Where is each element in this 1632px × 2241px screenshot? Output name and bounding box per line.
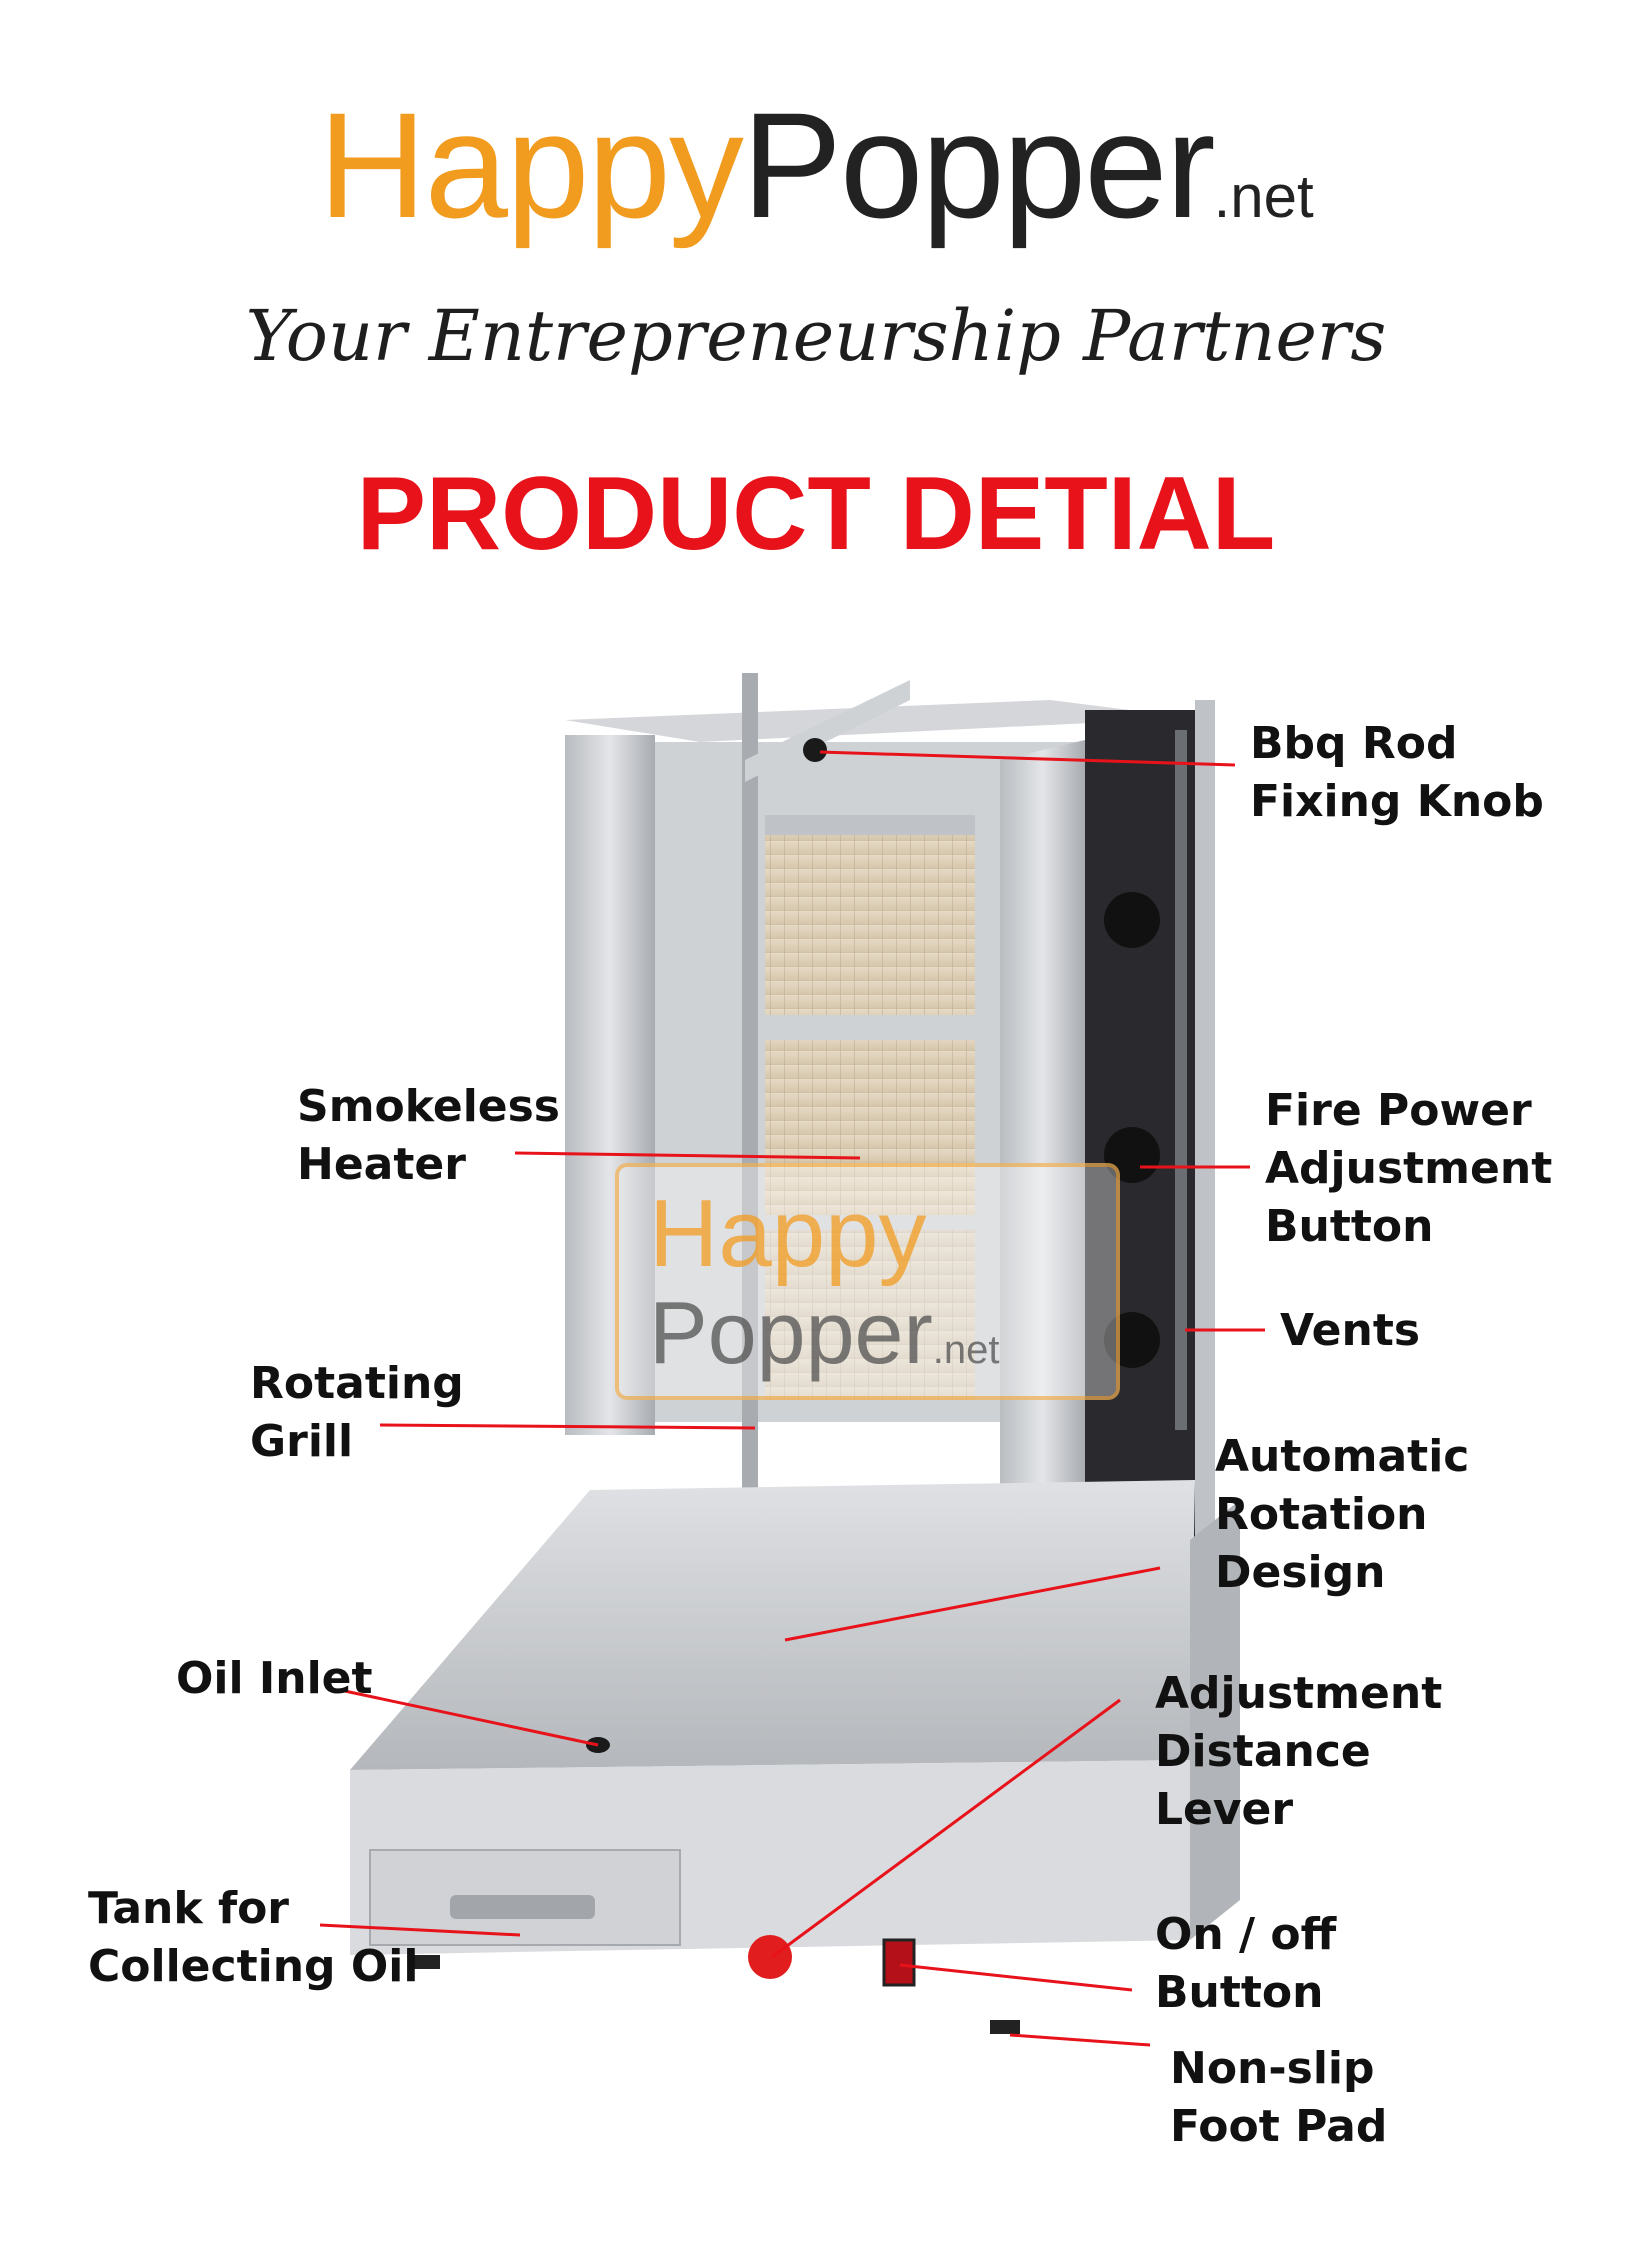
leader-automatic-rotation [784, 1566, 1161, 1642]
label-line: Automatic [1215, 1431, 1470, 1482]
foot-left [410, 1955, 440, 1969]
burner-middle [765, 1040, 975, 1215]
label-line: Adjustment [1265, 1143, 1553, 1194]
housing-left-panel [565, 735, 655, 1435]
watermark-popper: Popper.net [649, 1282, 999, 1384]
label-rotating-grill: Rotating Grill [250, 1355, 464, 1471]
label-line: On / off [1155, 1909, 1337, 1960]
label-line: Button [1155, 1967, 1324, 2018]
label-line: Rotating [250, 1358, 464, 1409]
label-adjustment-distance-lever: Adjustment Distance Lever [1155, 1665, 1442, 1839]
label-line: Oil Inlet [176, 1653, 373, 1704]
label-fire-power-adjustment-button: Fire Power Adjustment Button [1265, 1082, 1552, 1256]
label-line: Button [1265, 1201, 1434, 1252]
watermark-happy: Happy [649, 1180, 927, 1287]
label-oil-inlet: Oil Inlet [176, 1650, 373, 1708]
label-line: Rotation [1215, 1489, 1428, 1540]
base-top [350, 1480, 1195, 1770]
leader-rotating-grill [379, 1423, 756, 1430]
burner-hood [765, 815, 975, 835]
oil-drawer-handle [450, 1895, 595, 1919]
label-line: Fire Power [1265, 1085, 1532, 1136]
label-vents: Vents [1280, 1302, 1420, 1360]
burner-lower [765, 1230, 975, 1400]
leader-oil-inlet [339, 1688, 599, 1747]
leader-adjustment-lever [771, 1698, 1121, 1959]
brand-tagline: Your Entrepreneurship Partners [245, 295, 1387, 377]
on-off-switch [882, 1938, 916, 1987]
label-line: Smokeless [297, 1081, 560, 1132]
label-non-slip-foot-pad: Non-slip Foot Pad [1170, 2040, 1387, 2156]
brand-net: .net [1213, 163, 1314, 230]
label-automatic-rotation-design: Automatic Rotation Design [1215, 1428, 1469, 1602]
leader-foot-pad [1009, 2033, 1151, 2047]
control-panel-edge [1195, 700, 1215, 1550]
leader-smokeless-heater [514, 1151, 861, 1160]
label-line: Adjustment [1155, 1668, 1443, 1719]
base-right [1190, 1500, 1240, 1940]
page-title: PRODUCT DETIAL [356, 456, 1276, 572]
leader-lines [319, 750, 1265, 2047]
label-line: Distance [1155, 1726, 1371, 1777]
label-bbq-rod-fixing-knob: Bbq Rod Fixing Knob [1250, 715, 1544, 831]
label-line: Fixing Knob [1250, 776, 1544, 827]
label-line: Foot Pad [1170, 2101, 1388, 2152]
spit-rod [742, 673, 758, 1663]
label-line: Lever [1155, 1784, 1294, 1835]
brand-happy: Happy [318, 81, 744, 249]
leader-bbq-rod [819, 750, 1236, 767]
rod-fixing-knob [803, 738, 827, 762]
label-smokeless-heater: Smokeless Heater [297, 1078, 560, 1194]
label-on-off-button: On / off Button [1155, 1906, 1336, 2022]
label-tank-for-collecting-oil: Tank for Collecting Oil [88, 1880, 418, 1996]
label-line: Collecting Oil [88, 1941, 419, 1992]
label-line: Non-slip [1170, 2043, 1375, 2094]
rod-top-bar [745, 680, 910, 782]
label-line: Tank for [88, 1883, 290, 1934]
adjustment-lever-red-knob [748, 1935, 792, 1979]
label-line: Heater [297, 1139, 466, 1190]
vent-strip [1175, 730, 1187, 1430]
watermark-net: .net [932, 1328, 1000, 1372]
burner-upper [765, 830, 975, 1015]
brand-logo: HappyPopper.net [0, 90, 1632, 240]
label-line: Design [1215, 1547, 1386, 1598]
leader-tank [319, 1923, 521, 1937]
foot-right [990, 2020, 1020, 2034]
brand-popper: Popper [741, 81, 1216, 249]
label-line: Grill [250, 1416, 354, 1467]
label-line: Bbq Rod [1250, 718, 1458, 769]
housing-top [565, 700, 1192, 742]
watermark-popper-text: Popper [649, 1283, 933, 1382]
leader-on-off [899, 1963, 1133, 1992]
housing-right-panel [1000, 740, 1085, 1530]
label-line: Vents [1280, 1305, 1421, 1356]
watermark: Happy Popper.net [615, 1163, 1120, 1400]
knob-top [1104, 892, 1160, 948]
